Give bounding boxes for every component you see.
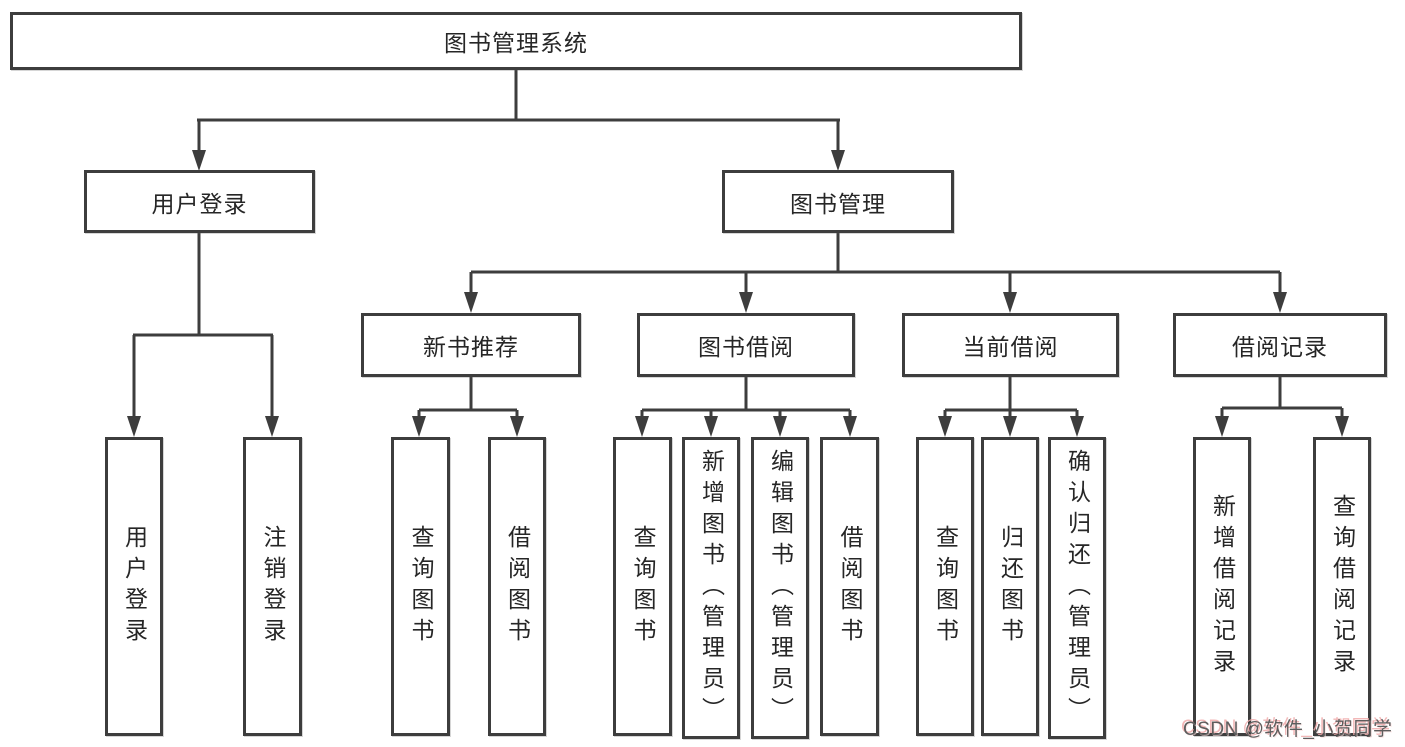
leaf-borrowing-query-books: 查询图书 bbox=[613, 437, 672, 736]
leaf-current-query-books: 查询图书 bbox=[916, 437, 974, 736]
leaf-current-query-books-label: 查询图书 bbox=[932, 524, 959, 649]
node-book-borrowing: 图书借阅 bbox=[637, 313, 855, 377]
node-book-borrowing-label: 图书借阅 bbox=[698, 334, 794, 360]
leaf-user-login: 用户登录 bbox=[105, 437, 163, 736]
node-user-login-label: 用户登录 bbox=[151, 190, 248, 217]
leaf-newrec-borrow-books: 借阅图书 bbox=[488, 437, 546, 736]
arrowheads bbox=[127, 150, 1349, 437]
leaf-borrowing-borrow-books: 借阅图书 bbox=[820, 437, 879, 736]
leaf-records-add-record-label: 新增借阅记录 bbox=[1209, 493, 1236, 680]
leaf-current-confirm-return-admin-label: 确认归还（管理员） bbox=[1064, 448, 1091, 728]
node-new-book-recommend: 新书推荐 bbox=[361, 313, 581, 377]
leaf-newrec-query-books: 查询图书 bbox=[391, 437, 450, 736]
leaf-records-query-record-label: 查询借阅记录 bbox=[1329, 493, 1356, 680]
leaf-borrowing-query-books-label: 查询图书 bbox=[630, 524, 656, 649]
leaf-current-return-books: 归还图书 bbox=[981, 437, 1039, 736]
node-current-borrowing-label: 当前借阅 bbox=[962, 334, 1059, 360]
leaf-borrowing-add-books-admin: 新增图书（管理员） bbox=[682, 437, 740, 739]
csdn-watermark: CSDN @软件_小贺同学 bbox=[1183, 719, 1393, 740]
leaf-logout-label: 注销登录 bbox=[260, 524, 286, 649]
node-root: 图书管理系统 bbox=[10, 12, 1022, 70]
leaf-newrec-borrow-books-label: 借阅图书 bbox=[504, 524, 531, 649]
node-borrow-records-label: 借阅记录 bbox=[1232, 334, 1328, 360]
node-current-borrowing: 当前借阅 bbox=[902, 313, 1119, 377]
leaf-borrowing-borrow-books-label: 借阅图书 bbox=[837, 524, 863, 649]
leaf-borrowing-edit-books-admin: 编辑图书（管理员） bbox=[751, 437, 809, 739]
node-user-login: 用户登录 bbox=[84, 170, 315, 233]
leaf-logout: 注销登录 bbox=[243, 437, 302, 736]
leaf-current-confirm-return-admin: 确认归还（管理员） bbox=[1048, 437, 1106, 739]
leaf-borrowing-add-books-admin-label: 新增图书（管理员） bbox=[698, 448, 725, 728]
node-root-label: 图书管理系统 bbox=[444, 30, 588, 56]
leaf-records-query-record: 查询借阅记录 bbox=[1313, 437, 1371, 736]
node-borrow-records: 借阅记录 bbox=[1173, 313, 1387, 377]
leaf-user-login-label: 用户登录 bbox=[121, 524, 148, 649]
leaf-current-return-books-label: 归还图书 bbox=[997, 524, 1024, 649]
leaf-newrec-query-books-label: 查询图书 bbox=[408, 524, 434, 649]
leaf-borrowing-edit-books-admin-label: 编辑图书（管理员） bbox=[767, 448, 794, 728]
leaf-records-add-record: 新增借阅记录 bbox=[1193, 437, 1251, 736]
node-book-management-label: 图书管理 bbox=[790, 190, 886, 217]
node-new-book-recommend-label: 新书推荐 bbox=[423, 334, 519, 360]
node-book-management: 图书管理 bbox=[722, 170, 954, 233]
